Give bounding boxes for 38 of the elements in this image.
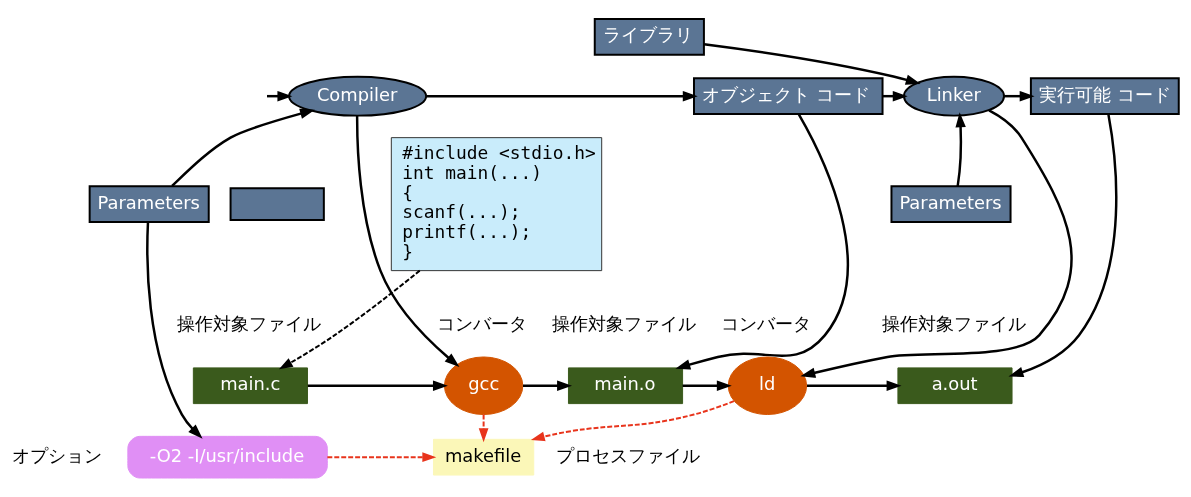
node-box: オブジェクト コード: [693, 77, 884, 116]
arrow: [675, 113, 849, 370]
node-box: #include <stdio.h> int main(...) { scanf(...); printf(...); }: [390, 137, 603, 272]
arrow: [800, 109, 1073, 378]
node-label: 操作対象ファイル: [552, 312, 697, 334]
node-box: Parameters: [88, 185, 210, 223]
arrow: [478, 413, 489, 443]
node-box: 実行可能 コード: [1029, 77, 1180, 116]
arrow: [703, 43, 921, 85]
node-label: オプション: [12, 444, 103, 466]
arrow: [146, 222, 203, 439]
node-label: プロセスファイル: [555, 444, 700, 466]
node-label: 操作対象ファイル: [176, 312, 321, 334]
arrow: [530, 400, 735, 442]
arrow: [426, 90, 698, 102]
arrow: [955, 112, 966, 187]
node-box: main.c: [192, 367, 308, 405]
node-box: ライブラリ: [593, 18, 705, 56]
arrow: [682, 380, 732, 391]
arrow: [1008, 114, 1118, 378]
arrow: [807, 380, 902, 391]
node-label: コンバータ: [720, 312, 811, 334]
node-label: コンバータ: [436, 312, 527, 334]
node-box: makefile: [433, 438, 535, 476]
node-ellipse: ld: [727, 356, 808, 415]
node-box: main.o: [567, 367, 684, 405]
node-box: [229, 187, 325, 221]
arrow: [522, 380, 572, 391]
arrow: [278, 269, 421, 370]
arrow: [326, 452, 437, 463]
arrow: [355, 115, 460, 368]
node-box: Parameters: [890, 185, 1012, 223]
arrow: [307, 380, 448, 391]
node-box: -O2 -I/usr/include: [127, 435, 328, 479]
node-ellipse: gcc: [443, 356, 524, 415]
arrow: [171, 108, 315, 187]
node-label: 操作対象ファイル: [881, 312, 1026, 334]
node-box: a.out: [897, 367, 1013, 405]
